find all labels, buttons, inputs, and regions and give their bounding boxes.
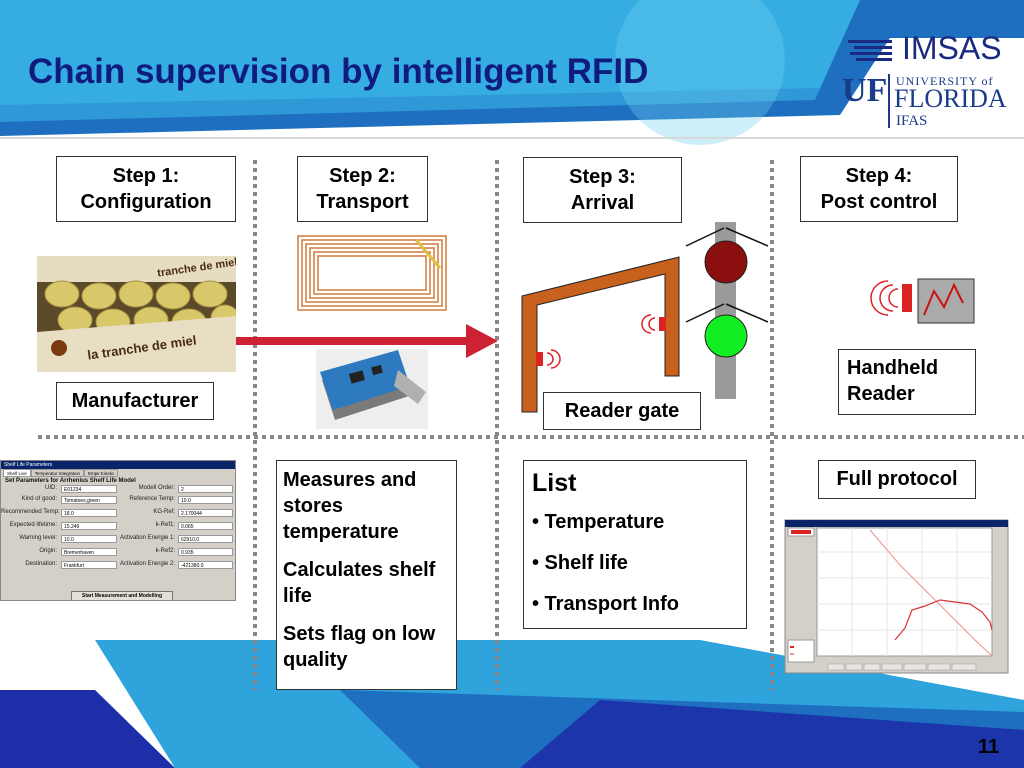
imsas-logo-text: IMSAS — [902, 30, 1002, 66]
uf-logo: UF UNIVERSITY of FLORIDA IFAS — [842, 72, 1024, 132]
config-field-origin[interactable]: Bremerhaven — [61, 548, 117, 556]
step-3-box: Step 3: Arrival — [523, 157, 682, 223]
config-field-kg-ref[interactable]: 2.170044 — [178, 509, 233, 517]
config-window-heading: Set Parameters for Arrhenius Shelf Life … — [5, 478, 136, 484]
rfid-tag-image — [297, 235, 447, 311]
step-2-box: Step 2: Transport — [297, 156, 428, 222]
transport-shelf-life-text: Calculates shelf life — [283, 559, 436, 607]
melon-crate-drawing — [37, 256, 236, 372]
config-field-ref-temp[interactable]: 10.0 — [178, 496, 233, 504]
config-window-tabs: Shelf Live Temperatur Integration Empir.… — [3, 469, 119, 477]
transport-measures-text: Measures and stores temperature — [283, 469, 417, 543]
handheld-reader-line1: Handheld — [847, 357, 939, 379]
transport-arrow — [236, 324, 498, 358]
config-field-kind[interactable]: Tomatoes,green — [61, 496, 117, 504]
step-3-name: Arrival — [570, 192, 635, 214]
manufacturer-label: Manufacturer — [56, 382, 214, 420]
config-tab-shelf-life[interactable]: Shelf Live — [3, 469, 31, 477]
handheld-reader-drawing — [870, 278, 975, 324]
config-field-k-ref1[interactable]: 0.065 — [178, 522, 233, 530]
config-field-lifetime[interactable]: 15.249 — [61, 522, 117, 530]
protocol-chart-window — [784, 519, 1009, 674]
config-label-k-ref2: k-Ref2: — [155, 548, 175, 554]
full-protocol-label: Full protocol — [818, 460, 976, 499]
arrival-list-item-shelf-life: • Shelf life — [532, 552, 628, 574]
sensor-board-image — [316, 349, 428, 429]
config-label-activation-1: Activation Energie 1: — [119, 535, 175, 541]
config-tab-kinetic[interactable]: Empir.Kinetic — [84, 469, 119, 477]
config-label-model-order: Modell Order: — [138, 485, 175, 491]
uf-logo-ifas: IFAS — [896, 113, 928, 129]
uf-logo-florida: FLORIDA — [894, 84, 1007, 113]
arrival-list-item-temperature: • Temperature — [532, 511, 665, 533]
config-field-destination[interactable]: Frankfurt — [61, 561, 117, 569]
transport-flag-text: Sets flag on low quality — [283, 623, 436, 671]
config-tab-temperature[interactable]: Temperatur Integration — [30, 469, 85, 477]
arrival-list-box: List • Temperature • Shelf life • Transp… — [523, 460, 747, 629]
step-3-number: Step 3: — [569, 166, 636, 188]
config-label-destination: Destination: — [25, 561, 57, 567]
slide-title: Chain supervision by intelligent RFID — [28, 52, 649, 91]
arrival-list-item-transport-info: • Transport Info — [532, 593, 680, 615]
config-label-k-ref1: k-Ref1: — [155, 522, 175, 528]
config-window-title: Shelf Life Parameters — [4, 462, 53, 468]
config-field-warning[interactable]: 10.0 — [61, 535, 117, 543]
config-label-uid: UID: — [45, 485, 57, 491]
config-label-kind: Kind of good: — [21, 496, 57, 502]
step-4-box: Step 4: Post control — [800, 156, 958, 222]
uf-logo-letters: UF — [842, 72, 888, 109]
step-1-box: Step 1: Configuration — [56, 156, 236, 222]
uf-logo-university: UNIVERSITY of — [896, 74, 994, 88]
separators — [38, 160, 1024, 690]
step-2-name: Transport — [316, 191, 409, 213]
config-label-lifetime: Expected lifetime: — [9, 522, 57, 528]
handheld-reader-label: Handheld Reader — [838, 349, 976, 415]
handheld-reader-line2: Reader — [847, 383, 915, 405]
config-software-window: Shelf Life Parameters Shelf Live Tempera… — [0, 460, 236, 601]
config-label-origin: Origin: — [39, 548, 57, 554]
reader-gate-drawing — [521, 256, 680, 413]
top-banner — [0, 0, 1024, 145]
config-label-activation-2: Activation Energie 2: — [119, 561, 175, 567]
imsas-lines-icon — [848, 40, 892, 61]
config-field-model-order[interactable]: 2 — [178, 485, 233, 493]
config-field-uid[interactable]: E01234 — [61, 485, 117, 493]
arrival-list-heading: List — [532, 469, 577, 497]
config-field-k-ref2[interactable]: 0.935 — [178, 548, 233, 556]
page-number: 11 — [978, 736, 1000, 758]
step-4-number: Step 4: — [845, 165, 913, 187]
reader-gate-label: Reader gate — [543, 392, 701, 430]
config-label-rec-temp: Recommended Temp: — [1, 509, 60, 515]
config-field-activation-2[interactable]: -421380.0 — [178, 561, 233, 569]
imsas-logo: IMSAS — [846, 30, 1024, 68]
transport-description-box: Measures and stores temperature Calculat… — [276, 460, 457, 690]
traffic-light-drawing — [685, 222, 769, 399]
config-label-kg-ref: KG-Ref: — [153, 509, 175, 515]
uf-logo-divider — [888, 74, 890, 128]
config-label-ref-temp: Reference Temp: — [129, 496, 175, 502]
config-window-titlebar: Shelf Life Parameters — [1, 461, 235, 469]
melon-crate-image: tranche de miel la tranche de miel — [37, 256, 236, 372]
config-label-warning: Warning level: — [19, 535, 57, 541]
config-start-button[interactable]: Start Measurement and Modelling — [71, 591, 173, 600]
step-1-number: Step 1: — [112, 165, 180, 187]
step-4-name: Post control — [820, 191, 938, 213]
config-field-activation-1[interactable]: 62910.0 — [178, 535, 233, 543]
step-2-number: Step 2: — [329, 165, 396, 187]
config-field-rec-temp[interactable]: 18.0 — [61, 509, 117, 517]
step-1-name: Configuration — [80, 191, 212, 213]
